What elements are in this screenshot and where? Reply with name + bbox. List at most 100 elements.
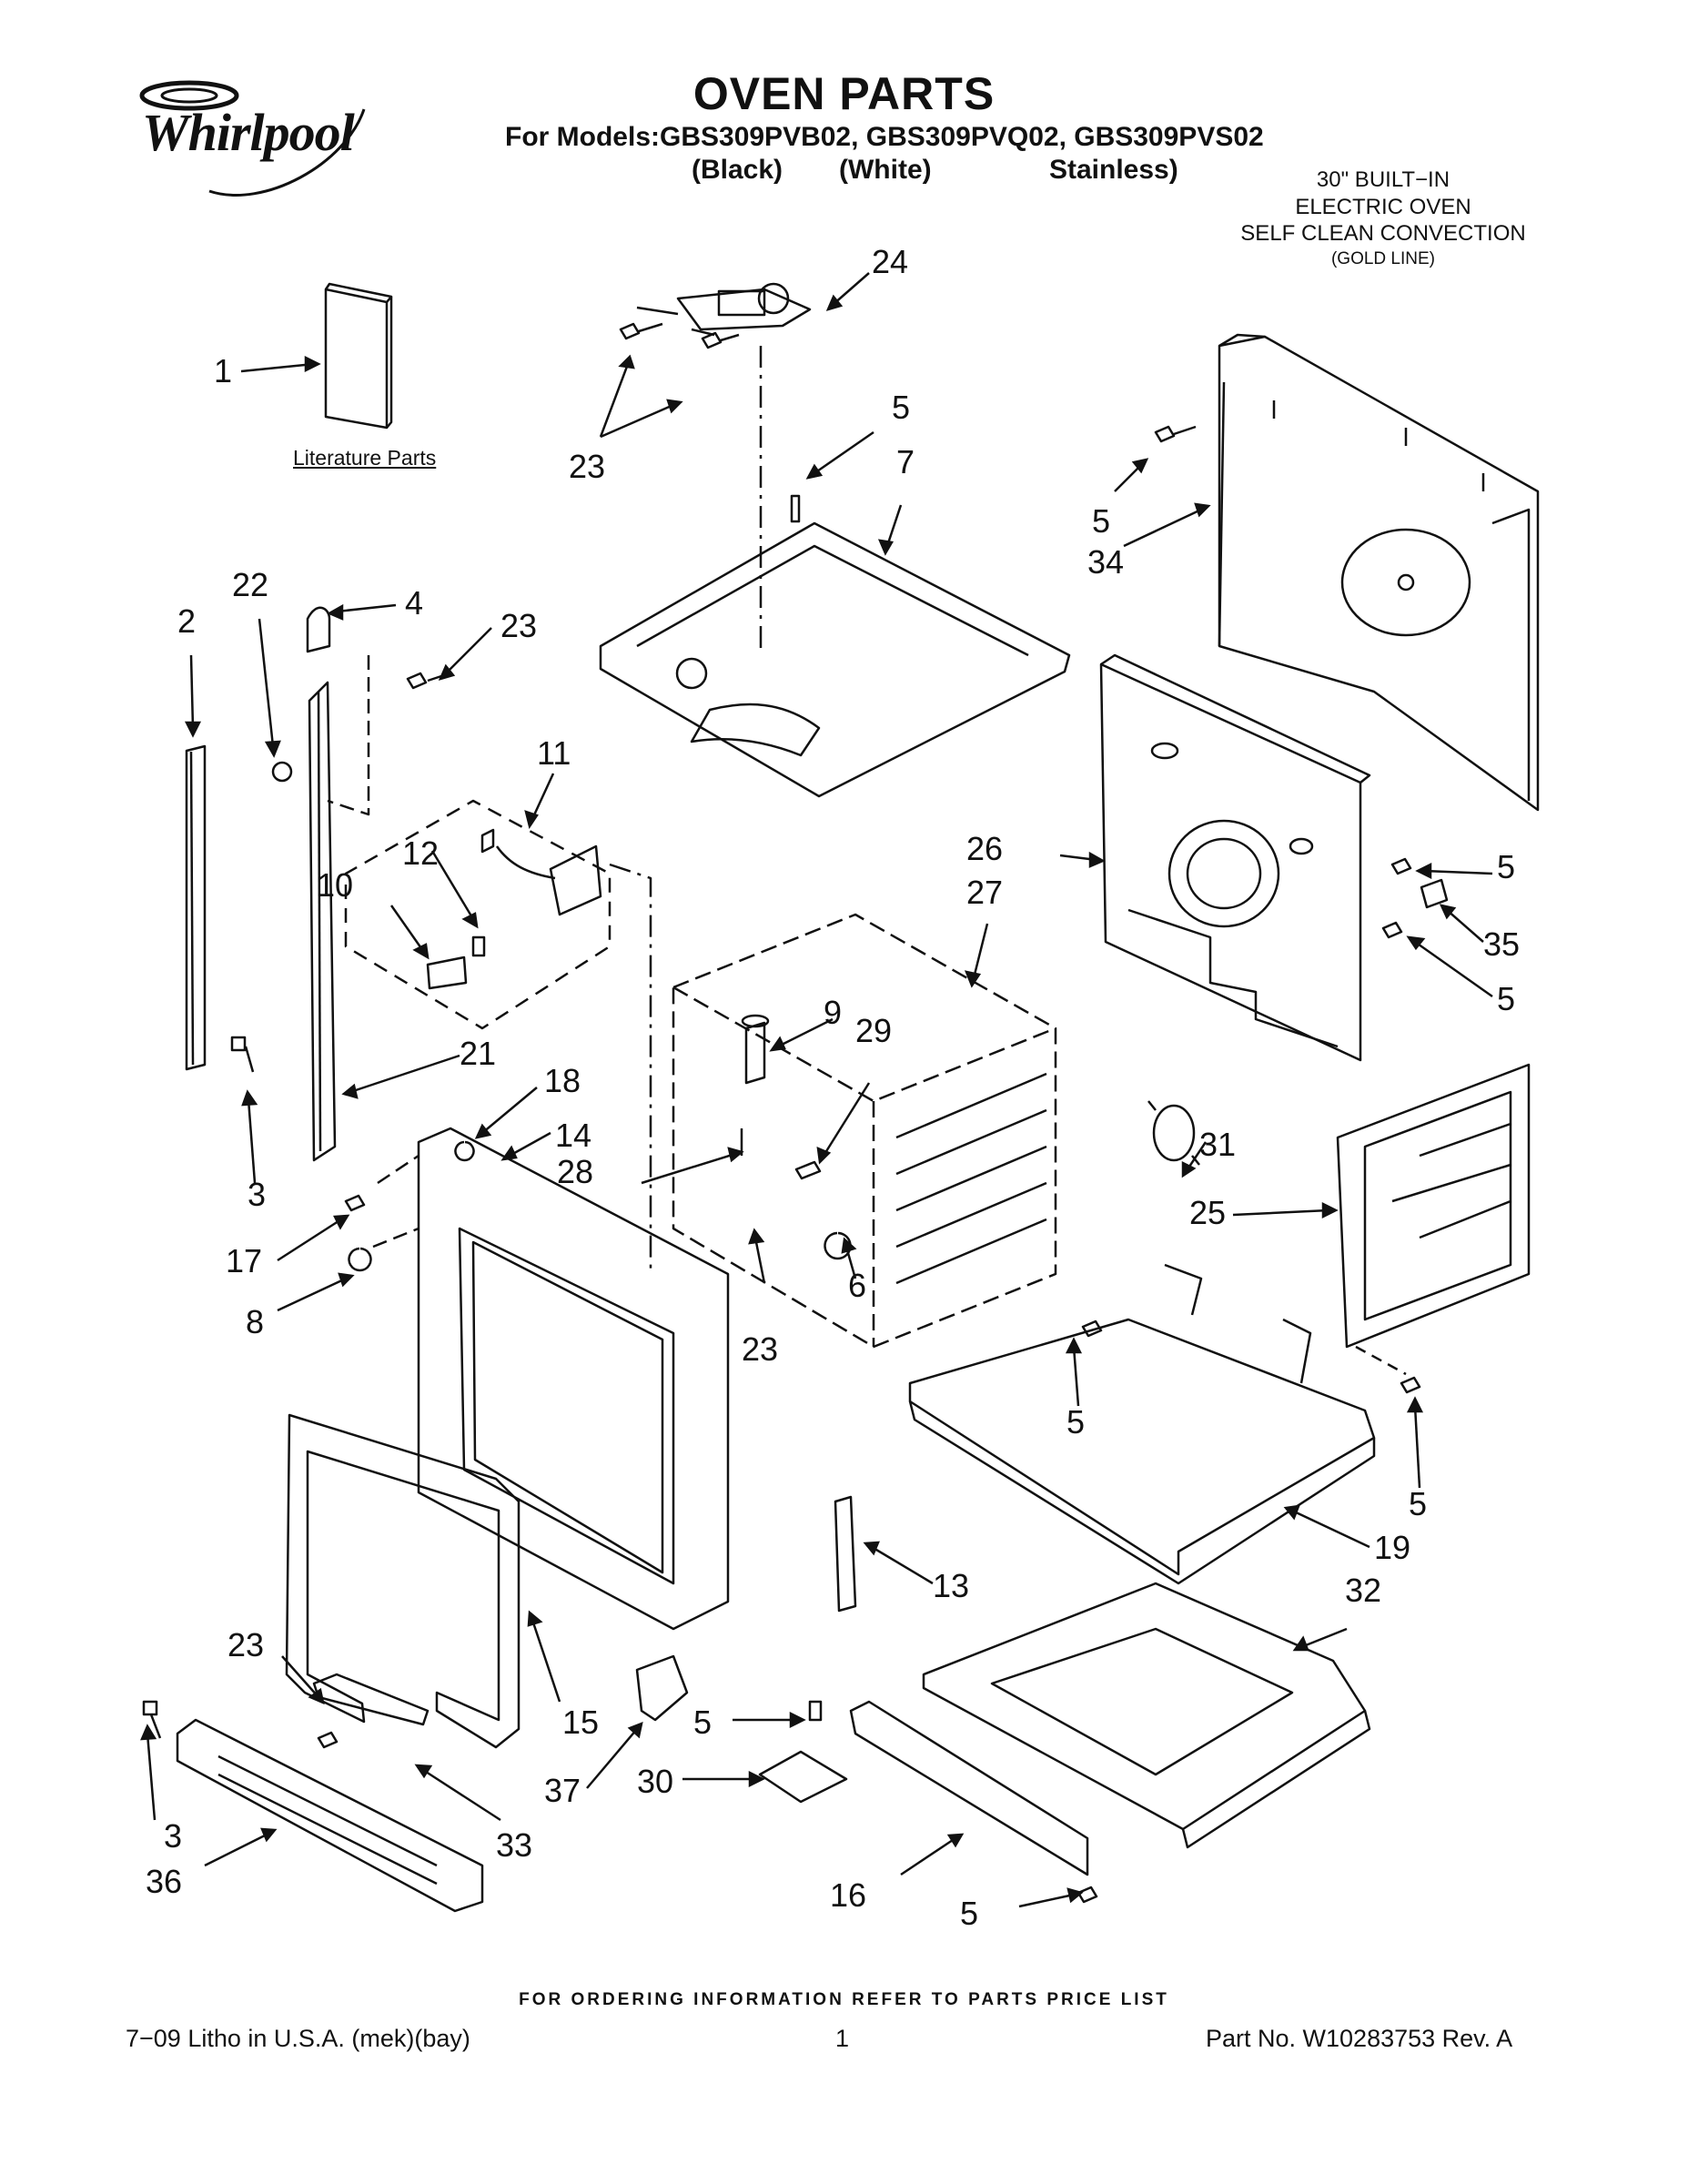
- callout-5: 5: [960, 1895, 978, 1932]
- convection-panel: [1099, 662, 1362, 1062]
- screw-icon: [1381, 921, 1403, 939]
- logo-swoosh-icon: [139, 80, 366, 197]
- callout-32: 32: [1345, 1572, 1381, 1609]
- models-line: For Models:GBS309PVB02, GBS309PVQ02, GBS…: [505, 122, 1264, 152]
- callout-14: 14: [555, 1117, 591, 1154]
- callout-10: 10: [317, 866, 353, 904]
- callout-28: 28: [557, 1153, 593, 1190]
- screw-icon: [790, 494, 801, 523]
- callout-5: 5: [1066, 1403, 1085, 1441]
- lower-panel: [849, 1700, 1089, 1876]
- callout-31: 31: [1199, 1126, 1236, 1163]
- finish-white: (White): [839, 155, 932, 185]
- literature-parts-label: Literature Parts: [293, 446, 437, 470]
- product-line-3: SELF CLEAN CONVECTION: [1240, 221, 1526, 246]
- side-trim-rail: [185, 744, 207, 1071]
- bottom-pan: [922, 1582, 1367, 1831]
- hinge-bracket: [1420, 878, 1449, 909]
- callout-17: 17: [226, 1242, 262, 1279]
- screw-icon: [1390, 857, 1412, 875]
- callout-11: 11: [537, 734, 571, 772]
- product-line-4: (GOLD LINE): [1330, 249, 1436, 268]
- screw-icon: [230, 1036, 255, 1073]
- light-assembly-box: [344, 799, 612, 1030]
- callout-36: 36: [146, 1863, 182, 1900]
- callout-9: 9: [824, 994, 842, 1031]
- callout-8: 8: [246, 1303, 264, 1340]
- callout-12: 12: [402, 834, 439, 872]
- page-number: 1: [835, 2025, 850, 2052]
- callout-27: 27: [966, 874, 1003, 911]
- product-line-1: 30" BUILT−IN: [1316, 167, 1450, 192]
- literature-booklet: [324, 288, 389, 430]
- callout-16: 16: [830, 1876, 866, 1914]
- finish-stainless: Stainless): [1049, 155, 1178, 185]
- callout-1: 1: [214, 352, 232, 389]
- callout-5: 5: [892, 389, 910, 426]
- callout-3: 3: [248, 1176, 266, 1213]
- screw-icon: [344, 1194, 366, 1212]
- door-gasket: [285, 1413, 521, 1749]
- litho-info: 7−09 Litho in U.S.A. (mek)(bay): [126, 2025, 470, 2052]
- bottom-vent-trim: [176, 1718, 484, 1913]
- vent-baffle: [312, 1673, 430, 1726]
- brand-name: Whirlpool: [142, 103, 355, 162]
- electronic-control-bracket: [676, 288, 812, 331]
- screw-icon: [317, 1731, 339, 1749]
- vent-cover: [758, 1750, 848, 1804]
- callout-35: 35: [1483, 925, 1520, 963]
- part-number: Part No. W10283753 Rev. A: [1206, 2025, 1513, 2052]
- screw-icon: [142, 1700, 162, 1739]
- callout-4: 4: [405, 584, 423, 622]
- duct-bracket: [635, 1654, 689, 1722]
- screw-icon: [1076, 1886, 1098, 1904]
- screw-icon: [808, 1700, 823, 1722]
- callout-26: 26: [966, 830, 1003, 867]
- callout-21: 21: [460, 1035, 496, 1072]
- callout-2: 2: [177, 602, 196, 640]
- callout-3: 3: [164, 1817, 182, 1855]
- callout-23: 23: [569, 448, 605, 485]
- screw-icon: [1081, 1320, 1103, 1338]
- callout-5: 5: [1409, 1485, 1427, 1522]
- finish-black: (Black): [692, 155, 783, 185]
- callout-22: 22: [232, 566, 268, 603]
- rear-cover: [1336, 1063, 1531, 1349]
- side-trim-frame: [308, 681, 337, 1162]
- callout-5: 5: [1497, 980, 1515, 1017]
- callout-37: 37: [544, 1772, 581, 1809]
- knob-spacer: [348, 1247, 372, 1272]
- callout-19: 19: [1374, 1529, 1410, 1566]
- callout-15: 15: [562, 1704, 599, 1741]
- callout-30: 30: [637, 1763, 673, 1800]
- callout-23: 23: [742, 1330, 778, 1368]
- page-title: OVEN PARTS: [692, 68, 996, 119]
- screw-icon: [1154, 425, 1197, 443]
- bottom-shelf: [908, 1318, 1376, 1576]
- callout-23: 23: [500, 607, 537, 644]
- callout-7: 7: [896, 443, 915, 480]
- callout-24: 24: [872, 243, 908, 280]
- callout-25: 25: [1189, 1194, 1226, 1231]
- front-frame: [417, 1127, 730, 1631]
- callout-33: 33: [496, 1826, 532, 1864]
- callout-34: 34: [1087, 543, 1124, 581]
- oven-cavity: [672, 913, 1057, 1349]
- screw-icon: [1400, 1376, 1421, 1394]
- oven-parts-diagram: 1242357534222423111210262753559292118143…: [140, 243, 1540, 1932]
- ordering-note: FOR ORDERING INFORMATION REFER TO PARTS …: [519, 1990, 1169, 2009]
- callout-23: 23: [227, 1626, 264, 1663]
- callout-5: 5: [1092, 502, 1110, 540]
- mounting-bracket: [834, 1495, 857, 1613]
- callout-5: 5: [1497, 848, 1515, 885]
- product-line-2: ELECTRIC OVEN: [1295, 195, 1471, 219]
- screw-icon: [619, 322, 663, 340]
- callout-5: 5: [693, 1704, 712, 1741]
- callout-13: 13: [933, 1567, 969, 1604]
- trim-cap: [306, 606, 331, 653]
- top-panel: [599, 521, 1071, 798]
- callout-6: 6: [848, 1267, 866, 1304]
- callout-18: 18: [544, 1062, 581, 1099]
- screw-icon: [701, 331, 740, 349]
- whirlpool-logo: [127, 73, 391, 218]
